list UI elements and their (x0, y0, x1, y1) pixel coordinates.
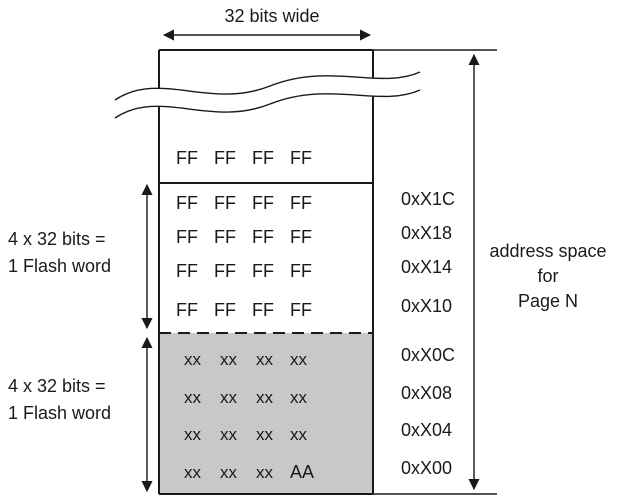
memory-cell: FF (214, 261, 236, 281)
memory-cell: FF (252, 300, 274, 320)
row-address: 0xX18 (401, 223, 452, 243)
memory-cell: xx (184, 350, 202, 369)
memory-cell: FF (290, 193, 312, 213)
memory-cell: FF (176, 261, 198, 281)
row-address: 0xX1C (401, 189, 455, 209)
row-address: 0xX00 (401, 458, 452, 478)
memory-cell: xx (290, 388, 308, 407)
memory-cell: xx (184, 388, 202, 407)
row-address: 0xX08 (401, 383, 452, 403)
address-space-label-line3: Page N (518, 291, 578, 311)
break-mark-lower (114, 89, 421, 119)
memory-cell: FF (176, 148, 198, 168)
row-address: 0xX04 (401, 420, 452, 440)
lower-group-label-line2: 1 Flash word (8, 403, 111, 423)
memory-cell: xx (256, 425, 274, 444)
address-space-label-backdrop (476, 230, 622, 322)
memory-cell: xx (256, 388, 274, 407)
programmed-region (159, 333, 373, 493)
memory-cell: xx (220, 463, 238, 482)
address-space-label-line2: for (537, 266, 558, 286)
lower-group-label-line1: 4 x 32 bits = (8, 376, 106, 396)
memory-cell: FF (252, 193, 274, 213)
memory-cell: xx (220, 425, 238, 444)
memory-cell: FF (214, 193, 236, 213)
break-mark-white (115, 72, 420, 118)
memory-cell: xx (256, 350, 274, 369)
memory-cell: xx (256, 463, 274, 482)
row-address: 0xX10 (401, 296, 452, 316)
memory-cell: FF (290, 148, 312, 168)
memory-cell: xx (290, 425, 308, 444)
memory-cell: xx (184, 463, 202, 482)
memory-cell: FF (252, 261, 274, 281)
memory-cell: xx (220, 388, 238, 407)
memory-cell: FF (214, 300, 236, 320)
memory-cell: FF (252, 148, 274, 168)
memory-cell: xx (290, 350, 308, 369)
width-label: 32 bits wide (224, 6, 319, 26)
memory-cell: AA (290, 462, 314, 482)
row-address: 0xX0C (401, 345, 455, 365)
memory-cell: FF (176, 227, 198, 247)
memory-cell: xx (184, 425, 202, 444)
row-address: 0xX14 (401, 257, 452, 277)
memory-cell: FF (214, 227, 236, 247)
memory-cell: FF (176, 193, 198, 213)
memory-cell: FF (214, 148, 236, 168)
memory-cell: xx (220, 350, 238, 369)
memory-cell: FF (290, 261, 312, 281)
memory-cell: FF (252, 227, 274, 247)
memory-cell: FF (290, 227, 312, 247)
address-space-label-line1: address space (489, 241, 606, 261)
break-mark-upper (114, 71, 421, 101)
upper-group-label-line2: 1 Flash word (8, 256, 111, 276)
upper-group-label-line1: 4 x 32 bits = (8, 229, 106, 249)
memory-cell: FF (176, 300, 198, 320)
memory-cell: FF (290, 300, 312, 320)
